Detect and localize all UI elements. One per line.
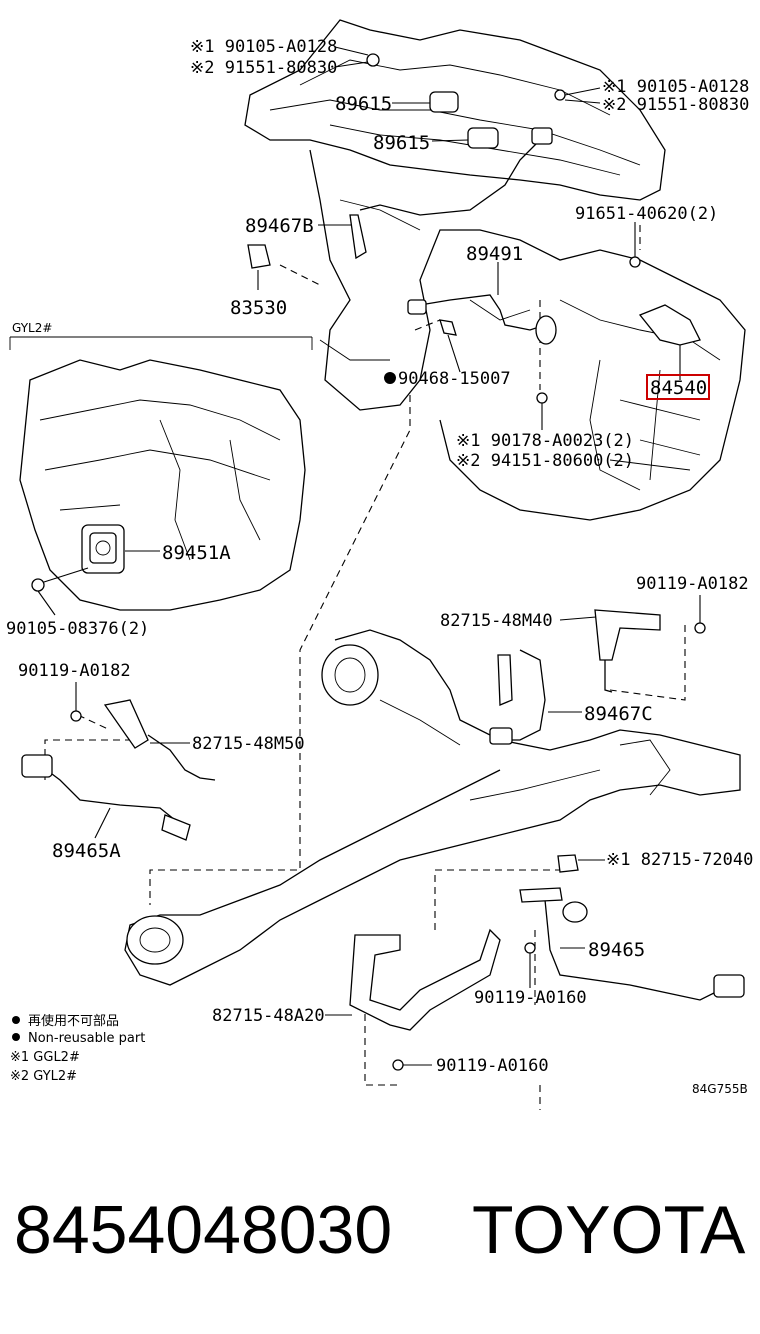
label-89451a: 89451A xyxy=(162,542,231,564)
label-91651-40620: 91651-40620(2) xyxy=(575,204,718,224)
legend-line2: Non-reusable part xyxy=(28,1031,145,1046)
label-89465: 89465 xyxy=(588,939,645,961)
exhaust-system xyxy=(124,629,741,986)
label-82715-72040: ※1 82715-72040 xyxy=(606,850,753,870)
inset-transaxle xyxy=(9,336,313,616)
part-labels: ※1 90105-A0128 ※2 91551-80830 ※1 90105-A… xyxy=(6,37,753,1076)
label-82715-48m50: 82715-48M50 xyxy=(192,734,305,754)
label-90105-08376: 90105-08376(2) xyxy=(6,619,149,639)
highlight-box xyxy=(646,374,710,400)
engine-block xyxy=(244,19,746,521)
label-90119-a0160-lower: 90119-A0160 xyxy=(436,1056,549,1076)
label-89467c: 89467C xyxy=(584,703,653,725)
brand-name: TOYOTA xyxy=(472,1192,746,1268)
label-90468-15007: 90468-15007 xyxy=(398,369,511,389)
part-number: 8454048030 xyxy=(14,1192,393,1268)
label-89467b: 89467B xyxy=(245,215,314,237)
reference-lines xyxy=(44,225,686,1110)
label-90178-a0023: ※1 90178-A0023(2) xyxy=(456,431,634,451)
label-91551-80830-left: ※2 91551-80830 xyxy=(190,58,337,78)
upper-sensors xyxy=(247,46,701,430)
legend-line1: 再使用不可部品 xyxy=(28,1013,119,1029)
label-90105-a0128-right: ※1 90105-A0128 xyxy=(602,77,749,97)
label-89491: 89491 xyxy=(466,243,523,265)
label-84540-highlighted[interactable]: 84540 xyxy=(650,377,707,399)
label-90119-a0182-left: 90119-A0182 xyxy=(18,661,131,681)
label-82715-48m40: 82715-48M40 xyxy=(440,611,553,631)
label-89465a: 89465A xyxy=(52,840,121,862)
label-90119-a0160-upper: 90119-A0160 xyxy=(474,988,587,1008)
inset-label: GYL2# xyxy=(12,321,52,335)
label-89615-lower: 89615 xyxy=(373,132,430,154)
label-90105-a0128-left: ※1 90105-A0128 xyxy=(190,37,337,57)
label-91551-80830-right: ※2 91551-80830 xyxy=(602,95,749,115)
label-89615-upper: 89615 xyxy=(335,93,392,115)
label-94151-80600: ※2 94151-80600(2) xyxy=(456,451,634,471)
lower-sensors xyxy=(325,595,745,1071)
legend-line3: ※1 GGL2# xyxy=(10,1050,80,1065)
left-sensors xyxy=(21,682,216,841)
legend-line4: ※2 GYL2# xyxy=(10,1069,77,1084)
label-90119-a0182-right: 90119-A0182 xyxy=(636,574,749,594)
label-83530: 83530 xyxy=(230,297,287,319)
diagram-code: 84G755B xyxy=(692,1082,748,1096)
legend: 再使用不可部品 Non-reusable part ※1 GGL2# ※2 GY… xyxy=(10,1013,145,1084)
footer: 8454048030 TOYOTA xyxy=(0,1190,760,1280)
label-82715-48a20: 82715-48A20 xyxy=(212,1006,325,1026)
